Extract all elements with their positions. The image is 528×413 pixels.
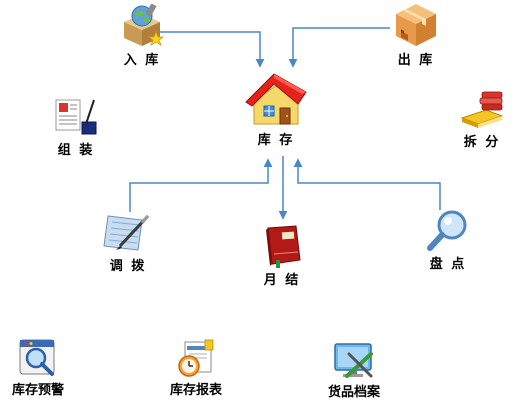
warning-magnifier-icon <box>19 339 55 376</box>
report-clock-icon <box>178 339 214 377</box>
magnifier-icon <box>427 210 467 251</box>
node-kucun-label: 库 存 <box>257 133 295 148</box>
node-ruku[interactable]: 入 库 <box>102 4 182 68</box>
node-ruku-label: 入 库 <box>123 53 161 68</box>
red-book-icon <box>266 225 301 268</box>
document-and-ink-icon <box>55 99 97 135</box>
node-chuku-label: 出 库 <box>397 53 435 68</box>
house-icon <box>245 73 307 125</box>
node-chaifen-label: 拆 分 <box>463 135 501 150</box>
node-yuejie[interactable]: 月 结 <box>242 224 322 288</box>
shortcut-huopin-dangan[interactable]: 货品档案 <box>314 340 394 400</box>
node-zuzhuang[interactable]: 组 装 <box>36 98 116 158</box>
node-pandian-label: 盘 点 <box>429 257 467 272</box>
shortcut-kucun-yujing[interactable]: 库存预警 <box>0 338 78 398</box>
monitor-tools-icon <box>334 343 373 378</box>
shortcut-kucun-baobiao[interactable]: 库存报表 <box>156 338 236 398</box>
node-kucun[interactable]: 库 存 <box>236 70 316 148</box>
shortcut-kucun-baobiao-label: 库存报表 <box>169 383 222 398</box>
node-pandian[interactable]: 盘 点 <box>408 208 488 272</box>
node-yuejie-label: 月 结 <box>263 273 301 288</box>
node-chaifen[interactable]: 拆 分 <box>442 88 522 150</box>
stacked-books-icon <box>460 91 504 128</box>
shortcut-huopin-dangan-label: 货品档案 <box>327 385 380 400</box>
node-zuzhuang-label: 组 装 <box>57 143 95 158</box>
node-diaobo-label: 调 拨 <box>109 259 147 274</box>
box-with-globe-icon <box>124 4 165 46</box>
arrow-pandian-to-kucun <box>293 158 441 210</box>
node-chuku[interactable]: 出 库 <box>376 0 456 68</box>
node-diaobo[interactable]: 调 拨 <box>88 210 168 274</box>
arrow-ruku-to-kucun <box>160 31 265 68</box>
cardboard-box-icon <box>396 4 436 46</box>
arrow-diaobo-to-kucun <box>129 158 273 212</box>
pen-and-paper-icon <box>103 214 150 251</box>
shortcut-kucun-yujing-label: 库存预警 <box>11 383 64 398</box>
arrow-chuku-to-kucun <box>288 27 390 68</box>
